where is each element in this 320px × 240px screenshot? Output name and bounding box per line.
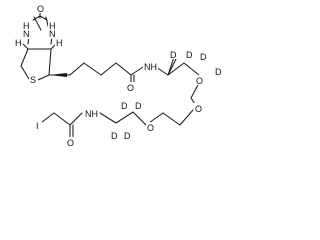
bond-lines — [20, 12, 200, 138]
bond-lower-o-cd2 — [132, 111, 147, 126]
iodine-label: I — [36, 121, 39, 131]
bond-ring-h-left — [22, 43, 29, 50]
urea-n-left-label: N — [23, 29, 30, 39]
bond-thio-left-lower — [20, 65, 30, 80]
stereo-wedges — [49, 73, 67, 77]
bond-urea-c-left — [32, 15, 41, 21]
bond-peg-4 — [162, 112, 181, 126]
amide-nh-upper-label: NH — [144, 62, 157, 72]
atom-labels: O H N H N H H S O NH D D D D O O O — [14, 3, 223, 148]
urea-nh-left-h-label: H — [23, 21, 30, 31]
bond-amide-upper-cn — [130, 66, 144, 76]
amide-oxygen-lower-label: O — [67, 138, 74, 148]
chemical-structure-diagram: O H N H N H H S O NH D D D D O O O — [14, 3, 223, 148]
deuterium-lower-2-label: D — [135, 101, 142, 111]
bond-chain-2 — [69, 62, 85, 76]
amide-oxygen-upper-label: O — [127, 83, 134, 93]
bond-chain-3 — [83, 62, 102, 76]
wedge-c4-chain — [49, 73, 67, 77]
bond-peg-1 — [190, 82, 200, 99]
ring-h-left-label: H — [15, 38, 22, 48]
thio-sulfur-label: S — [30, 75, 36, 85]
bond-urea-c-right — [39, 15, 48, 21]
deuterium-upper-3-label: D — [200, 52, 207, 62]
ether-oxygen-1-label: O — [196, 76, 203, 86]
bond-lower-cd2-cd2 — [115, 111, 134, 124]
ether-oxygen-3-label: O — [147, 123, 154, 133]
deuterium-upper-4-label: D — [215, 67, 222, 77]
urea-oxygen-label: O — [37, 4, 44, 14]
bond-peg-3 — [179, 109, 194, 126]
deuterium-lower-4-label: D — [124, 131, 131, 141]
bond-thio-right — [48, 48, 52, 76]
bond-chain-4 — [100, 62, 117, 76]
bond-lower-cd2-n — [99, 112, 117, 124]
urea-n-right-label: N — [49, 29, 56, 39]
deuterium-lower-1-label: D — [121, 101, 128, 111]
ether-oxygen-2-label: O — [195, 104, 202, 114]
bond-upper-d2 — [167, 58, 177, 76]
urea-nh-right-h-label: H — [49, 21, 56, 31]
bond-chain-5 — [115, 62, 132, 76]
amide-nh-lower-label: NH — [85, 109, 98, 119]
bond-ch2-c — [53, 112, 71, 126]
bond-thio-s-c — [37, 74, 50, 81]
deuterium-lower-3-label: D — [111, 131, 118, 141]
ring-h-right-label: H — [56, 38, 63, 48]
bond-upper-cd2-o — [183, 62, 200, 76]
deuterium-upper-2-label: D — [186, 50, 193, 60]
deuterium-upper-1-label: D — [170, 50, 177, 60]
bond-upper-cd2-cd2 — [167, 62, 185, 76]
bond-lower-amide-nc — [69, 112, 83, 126]
bond-thio-left-upper — [20, 48, 29, 67]
